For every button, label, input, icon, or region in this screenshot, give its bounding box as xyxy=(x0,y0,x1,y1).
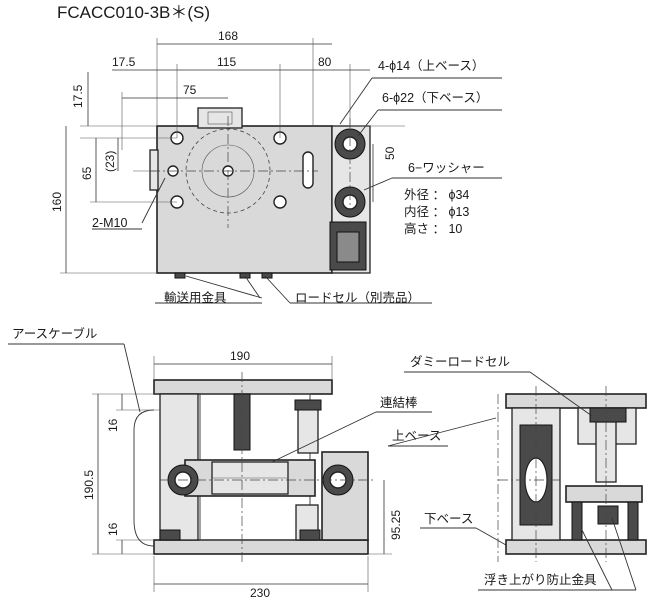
dim-190-5: 190.5 xyxy=(82,470,96,500)
dim-230: 230 xyxy=(250,586,270,600)
label-load-cell: ロードセル（別売品） xyxy=(295,290,420,305)
dim-16-bottom: 16 xyxy=(106,522,120,536)
top-foot-1 xyxy=(174,272,186,279)
front-right-block xyxy=(321,451,369,541)
top-load-cell-block-inner xyxy=(336,231,360,263)
side-upper-base xyxy=(505,393,647,409)
label-dummy-load-cell: ダミーロードセル xyxy=(410,354,510,369)
top-transport-fixture-inner xyxy=(207,111,233,125)
top-foot-2 xyxy=(239,272,251,279)
label-washer: 6−ワッシャー xyxy=(408,161,485,175)
dim-95-25: 95.25 xyxy=(389,510,403,540)
dim-65: 65 xyxy=(80,166,94,180)
label-earth-cable: アースケーブル xyxy=(12,326,97,341)
front-view: 190 230 190.5 16 16 95.25 アースケーブル 連結棒 上ベ… xyxy=(8,326,507,600)
front-foot-left xyxy=(159,529,181,541)
front-right-post xyxy=(297,404,319,454)
side-anti-lift-nut xyxy=(597,505,619,525)
front-foot-right xyxy=(299,529,321,541)
dim-75: 75 xyxy=(183,83,197,97)
side-lower-base xyxy=(505,539,647,555)
front-upper-base xyxy=(153,379,333,395)
label-lower-base-holes: 6-ϕ22（下ベース） xyxy=(382,91,488,105)
top-slot xyxy=(302,151,314,189)
dim-23: (23) xyxy=(103,151,117,172)
top-hole-4 xyxy=(273,195,287,209)
label-upper-base: 上ベース xyxy=(392,429,441,443)
dim-190: 190 xyxy=(230,349,250,363)
side-dummy-cap xyxy=(589,407,627,423)
top-left-tab xyxy=(149,149,159,191)
label-anti-lift: 浮き上がり防止金具 xyxy=(484,572,597,587)
dim-17-5-top: 17.5 xyxy=(71,84,85,108)
label-washer-h: 高さ ： 10 xyxy=(404,221,462,236)
side-anti-lift-plate xyxy=(565,485,643,503)
front-earth-cable xyxy=(133,409,155,547)
top-foot-3 xyxy=(261,272,273,279)
label-tap: 2-M10 xyxy=(92,216,127,230)
label-transport-fixture: 輸送用金具 xyxy=(164,290,227,305)
dim-80: 80 xyxy=(318,55,332,69)
label-lower-base: 下ベース xyxy=(424,512,473,526)
front-right-cap xyxy=(294,399,322,411)
side-anti-lift-bolt-r xyxy=(627,501,639,541)
label-washer-id: 内径 ： ϕ13 xyxy=(404,205,469,219)
side-anti-lift-bolt-l xyxy=(571,501,583,541)
side-view: ダミーロードセル 浮き上がり防止金具 xyxy=(404,354,647,591)
dim-115: 115 xyxy=(217,55,236,69)
label-connecting-rod: 連結棒 xyxy=(380,396,418,410)
top-upper-base xyxy=(156,125,333,274)
front-lower-base xyxy=(153,539,369,555)
dim-16-top: 16 xyxy=(106,418,120,432)
label-upper-base-holes: 4-ϕ14（上ベース） xyxy=(378,59,484,73)
dim-50: 50 xyxy=(383,146,397,160)
top-transport-fixture xyxy=(197,107,243,129)
top-view: 168 17.5 115 80 75 17.5 (23) 65 160 50 4… xyxy=(50,29,502,305)
dim-168: 168 xyxy=(218,29,238,43)
label-washer-od: 外径 ： ϕ34 xyxy=(404,188,469,202)
dim-17-5-left: 17.5 xyxy=(112,55,136,69)
drawing-title: FCACC010-3B＊(S) xyxy=(57,3,210,22)
dim-160: 160 xyxy=(50,192,64,212)
